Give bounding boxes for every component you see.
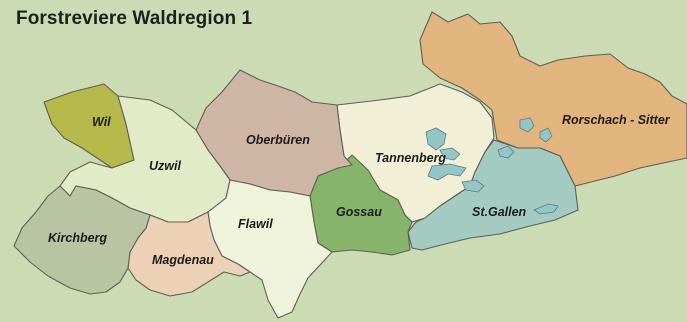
region-st-gallen[interactable] [407,139,579,251]
label-magdenau: Magdenau [152,253,214,267]
lake-shape [519,117,535,133]
label-st-gallen: St.Gallen [472,205,527,219]
label-rorschach-sitter: Rorschach - Sitter [562,113,671,127]
region-rorschach-sitter[interactable] [419,11,687,187]
label-gossau: Gossau [336,205,382,219]
label-wil: Wil [92,115,111,129]
lake-shape [461,179,485,193]
lake-shape [497,145,515,159]
label-kirchberg: Kirchberg [48,231,107,245]
lake-shape [533,203,559,215]
lake-shape [539,127,553,143]
map-title: Forstreviere Waldregion 1 [16,8,253,29]
lake-shape [439,147,461,161]
label-oberbueren: Oberbüren [246,133,310,147]
lake-shape [427,163,467,181]
label-uzwil: Uzwil [149,159,181,173]
region-kirchberg[interactable] [13,185,151,295]
lake-shape [425,127,447,151]
label-flawil: Flawil [238,217,273,231]
label-tannenberg: Tannenberg [375,151,446,165]
